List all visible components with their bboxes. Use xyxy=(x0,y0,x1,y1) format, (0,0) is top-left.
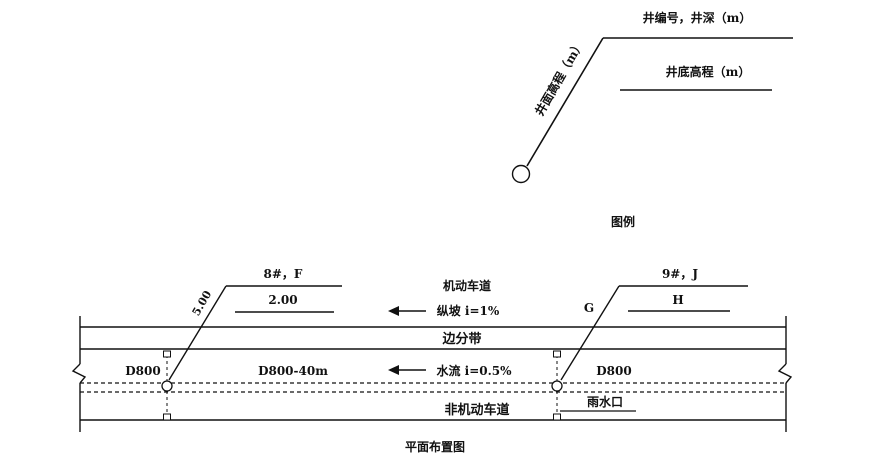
pipe-mid-label: D800-40m xyxy=(258,364,328,378)
plan-caption: 平面布置图 xyxy=(405,439,465,454)
right-well-leader xyxy=(560,285,620,381)
inlet-label: 雨水口 xyxy=(587,394,623,409)
legend-bottom-elevation: 井底高程（m） xyxy=(666,64,751,79)
flow-arrow-head xyxy=(388,365,399,375)
median-label: 边分带 xyxy=(441,331,481,347)
left-break-symbol xyxy=(71,363,87,384)
legend-well-no-depth: 井编号，井深（m） xyxy=(643,10,752,25)
right-well-label: 9#，J xyxy=(662,267,698,281)
slope-label: 纵坡 i=1% xyxy=(437,303,500,318)
legend-well-icon xyxy=(511,164,531,184)
slope-arrow-head xyxy=(388,306,399,316)
right-well-icon xyxy=(551,380,563,392)
legend-caption: 图例 xyxy=(611,214,635,229)
left-well-value: 2.00 xyxy=(268,293,297,307)
left-well-label: 8#，F xyxy=(264,267,303,281)
right-inlet-bottom xyxy=(553,413,561,421)
slope-arrow xyxy=(388,306,426,316)
right-inlet-top xyxy=(553,350,561,358)
legend-leader-line xyxy=(526,37,604,167)
flow-label: 水流 i=0.5% xyxy=(436,363,512,378)
right-well-value: H xyxy=(672,293,683,307)
left-surface-value: 5.00 xyxy=(190,288,215,318)
right-well xyxy=(551,285,748,421)
right-surface-value: G xyxy=(584,301,594,315)
pipe-right-label: D800 xyxy=(596,364,631,378)
left-well xyxy=(161,285,342,421)
left-well-leader xyxy=(168,285,227,381)
non-motor-lane-label: 非机动车道 xyxy=(444,402,509,418)
left-inlet-bottom xyxy=(163,413,171,421)
motor-lane-label: 机动车道 xyxy=(443,278,491,293)
road-lines xyxy=(71,316,793,432)
left-well-icon xyxy=(161,380,173,392)
legend xyxy=(511,37,793,184)
pipe-left-label: D800 xyxy=(125,364,160,378)
right-break-symbol xyxy=(777,363,793,384)
left-inlet-top xyxy=(163,350,171,358)
flow-arrow xyxy=(388,365,426,375)
